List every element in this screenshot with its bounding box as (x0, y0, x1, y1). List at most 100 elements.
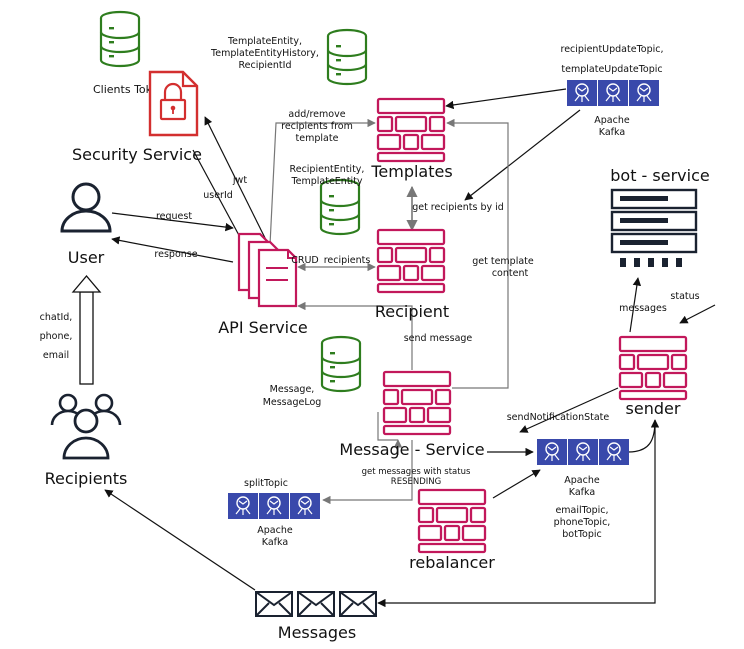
kafka-notify-topic-1: emailTopic, (555, 505, 608, 516)
recipient-db: RecipientEntity, TemplateEntity (290, 164, 365, 236)
template-db-label-3: RecipientId (239, 60, 292, 71)
template-db-label-2: TemplateEntityHistory, (210, 48, 319, 59)
api-service: API Service (218, 232, 308, 337)
kafka-split-label-1: Apache (257, 525, 293, 536)
service-icon (376, 97, 446, 163)
messages-label: Messages (278, 623, 356, 642)
edge-message-split (322, 440, 413, 505)
edge-label-request: request (156, 211, 192, 222)
database-icon (320, 335, 362, 393)
kafka-notify-label-1: Apache (564, 475, 600, 486)
kafka-top-topic-1: recipientUpdateTopic, (561, 44, 664, 55)
kafka-notify: Apache Kafka emailTopic, phoneTopic, bot… (536, 438, 630, 540)
rebalancer-label: rebalancer (409, 553, 495, 572)
kafka-icon (536, 438, 630, 466)
recipient-label: Recipient (375, 302, 449, 321)
edge-request (111, 212, 234, 232)
document-stack-icon (237, 232, 298, 308)
edge-label-response: response (154, 249, 197, 260)
edge-status (679, 304, 716, 324)
kafka-split-label-2: Kafka (262, 537, 288, 548)
edge-label-recipients: recipients (324, 255, 371, 266)
edge-labels: request response jwt userId add/remove r… (40, 109, 700, 487)
message-db: Message, MessageLog (263, 335, 362, 408)
kafka-top-topic-2: templateUpdateTopic (561, 64, 662, 75)
edge-label-add-remove-3: template (296, 133, 339, 144)
kafka-notify-topic-3: botTopic (562, 529, 601, 540)
database-icon (99, 10, 141, 68)
kafka-split-topic: splitTopic (244, 478, 288, 489)
edge-get-status (377, 412, 398, 441)
api-service-label: API Service (218, 318, 308, 337)
edges (71, 88, 716, 608)
messages-node: Messages (255, 591, 377, 642)
kafka-icon (566, 79, 660, 107)
kafka-notify-topic-2: phoneTopic, (554, 517, 611, 528)
lock-document-icon (148, 70, 199, 137)
user-icon (60, 182, 112, 233)
service-icon (382, 370, 452, 436)
recipient-db-label-1: RecipientEntity, (290, 164, 365, 175)
recipient-db-label-2: TemplateEntity (290, 176, 362, 187)
edge-sender-messages (377, 420, 656, 608)
edge-kafka-templates (445, 88, 567, 110)
kafka-notify-label-2: Kafka (569, 487, 595, 498)
security-service: Security Service (72, 70, 202, 164)
user-label: User (68, 248, 105, 267)
edge-messages-bot (629, 277, 642, 333)
edge-label-jwt: jwt (232, 175, 247, 186)
kafka-top-label-1: Apache (594, 115, 630, 126)
edge-label-chat-3: email (43, 350, 69, 361)
envelope-icon (255, 591, 377, 617)
user-actor: User (60, 182, 112, 267)
edge-recipients-user (71, 274, 102, 385)
edge-label-messages: messages (619, 303, 667, 314)
edge-label-get-template-1: get template (472, 256, 534, 267)
edge-messages-recipients (104, 489, 256, 591)
edge-label-userid: userId (203, 190, 233, 201)
edge-kafka-sender (627, 419, 660, 453)
edge-rebalancer-kafka (492, 469, 541, 499)
templates-service: Templates (370, 97, 453, 181)
message-service-label: Message - Service (339, 440, 484, 459)
security-service-label: Security Service (72, 145, 202, 164)
edge-label-get-template-2: content (492, 268, 529, 279)
recipients-actor: Recipients (45, 393, 128, 488)
edge-send-notification (519, 387, 619, 433)
edge-label-add-remove-1: add/remove (288, 109, 345, 120)
template-db: TemplateEntity, TemplateEntityHistory, R… (210, 28, 368, 86)
service-icon (618, 335, 688, 401)
template-db-label-1: TemplateEntity, (227, 36, 302, 47)
edge-label-get-recipients: get recipients by id (412, 202, 504, 213)
sender-service: sender (618, 335, 688, 418)
service-icon (417, 488, 487, 554)
group-icon (50, 393, 122, 460)
edge-label-chat-2: phone, (40, 331, 73, 342)
edge-label-send-notification: sendNotificationState (507, 412, 610, 423)
edge-label-get-status-1: get messages with status (362, 467, 471, 477)
service-icon (376, 228, 446, 294)
kafka-top: recipientUpdateTopic, templateUpdateTopi… (561, 44, 664, 138)
kafka-icon (227, 492, 321, 520)
kafka-top-label-2: Kafka (599, 127, 625, 138)
server-icon (610, 188, 698, 267)
edge-label-crud: CRUD (291, 255, 319, 266)
edge-add-remove (269, 118, 376, 246)
edge-kafka-recipient (464, 109, 581, 201)
rebalancer-service: rebalancer (409, 488, 495, 572)
message-db-label-2: MessageLog (263, 397, 322, 408)
message-service: Message - Service (339, 370, 485, 459)
database-icon (326, 28, 368, 86)
recipient-service: Recipient (375, 228, 449, 321)
kafka-split: splitTopic Apache Kafka (227, 478, 321, 548)
edge-label-status: status (670, 291, 699, 302)
sender-label: sender (626, 399, 681, 418)
edge-label-send-message: send message (404, 333, 473, 344)
recipients-label: Recipients (45, 469, 128, 488)
edge-jwt (204, 116, 268, 243)
edge-label-get-status-2: RESENDING (391, 477, 441, 487)
templates-label: Templates (370, 162, 452, 181)
bot-service-label: bot - service (610, 166, 709, 185)
bot-service: bot - service (610, 166, 710, 267)
